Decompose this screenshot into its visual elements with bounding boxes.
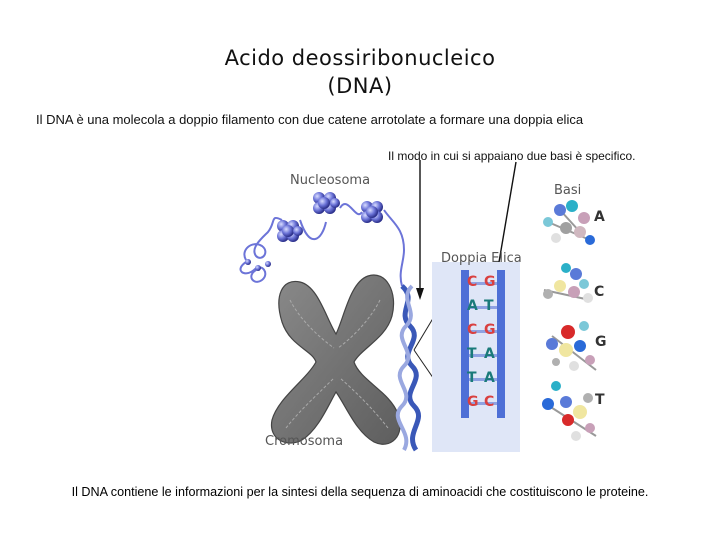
pair-left-letter: G [467,394,479,410]
base-label-t: T [595,392,605,408]
pair-right-letter: C [484,394,494,410]
base-molecule-c [543,263,593,303]
double-helix-label: Doppia Elica [441,251,522,266]
base-molecule-g [546,321,596,371]
base-label-c: C [594,284,604,300]
chromosome [271,275,400,444]
pair-left-letter: A [467,298,478,314]
pair-right-letter: G [484,322,496,338]
footer-text: Il DNA contiene le informazioni per la s… [0,485,720,499]
pair-right-letter: A [484,370,495,386]
base-label-a: A [594,209,605,225]
pair-left-letter: T [467,370,477,386]
base-molecule-t [542,381,596,441]
pair-right-letter: G [484,274,496,290]
nucleosome-label: Nucleosoma [290,173,370,188]
bases-label: Basi [554,183,581,198]
base-molecule-a [543,200,595,245]
pair-right-letter: T [484,298,494,314]
pair-left-letter: T [467,346,477,362]
pair-left-letter: C [467,322,477,338]
double-helix-strand [398,286,419,450]
base-molecules [542,200,596,441]
chromosome-label: Cromosoma [265,434,343,449]
pair-left-letter: C [467,274,477,290]
base-label-g: G [595,334,607,350]
pair-right-letter: A [484,346,495,362]
nucleosome-beads [245,192,383,271]
